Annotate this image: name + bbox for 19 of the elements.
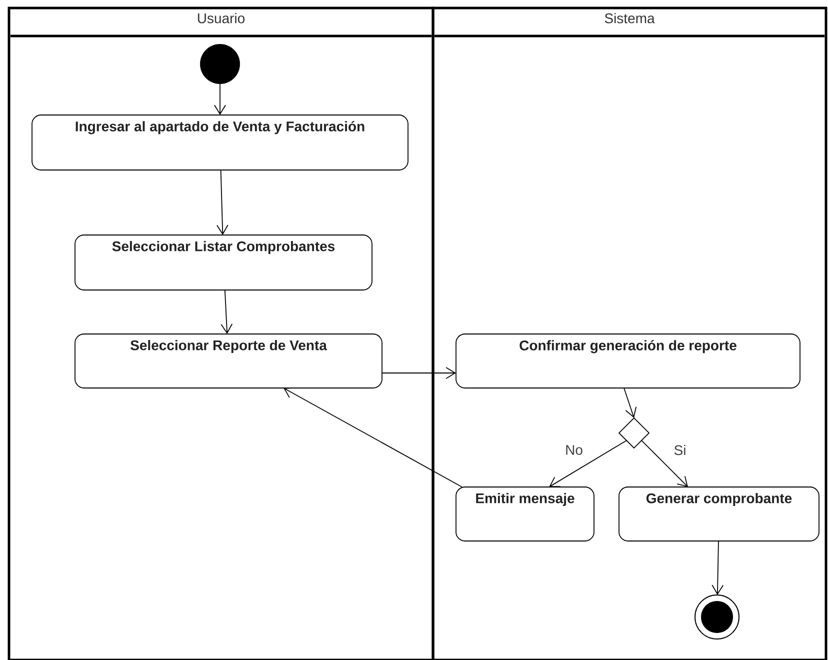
arrow: [549, 440, 627, 488]
arrow: [214, 84, 226, 115]
start-node: [200, 44, 240, 84]
action-box: Seleccionar Reporte de Venta: [74, 334, 382, 388]
edge-label: Si: [672, 444, 688, 456]
edge-label: No: [564, 444, 584, 456]
arrow: [624, 388, 637, 418]
arrow: [712, 540, 724, 595]
arrow: [284, 388, 462, 488]
arrow: [382, 367, 456, 379]
arrow: [641, 440, 688, 487]
action-box: Confirmar generación de reporte: [456, 334, 800, 388]
action-box: Seleccionar Listar Comprobantes: [74, 234, 372, 290]
action-box: Emitir mensaje: [456, 486, 594, 542]
action-box: Generar comprobante: [618, 486, 820, 542]
end-node: [694, 594, 740, 640]
arrow: [220, 290, 233, 334]
action-box: Ingresar al apartado de Venta y Facturación: [32, 114, 408, 170]
arrow: [216, 170, 228, 235]
